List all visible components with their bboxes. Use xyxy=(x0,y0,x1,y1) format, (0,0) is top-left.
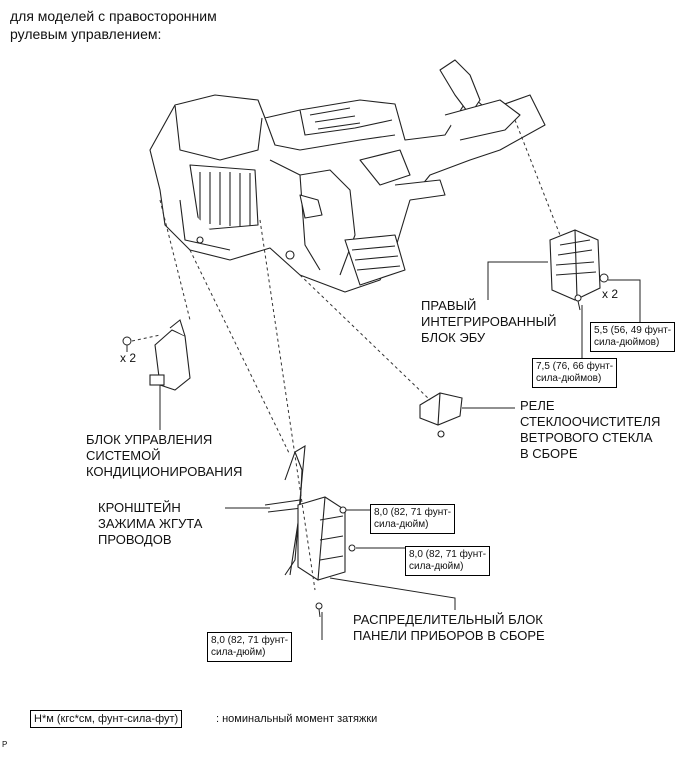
header-line-1: для моделей с правосторонним xyxy=(10,8,217,24)
torque-7-5-line-2: сила-дюймов) xyxy=(536,373,602,384)
quantity-x2-left: x 2 xyxy=(120,351,137,365)
header-line-2: рулевым управлением: xyxy=(10,26,162,42)
torque-8-0-a-line-1: 8,0 (82, 71 фунт- xyxy=(374,507,452,518)
wiper-relay-label-2: СТЕКЛООЧИСТИТЕЛЯ xyxy=(520,414,661,429)
bolts xyxy=(122,273,609,618)
torque-8-0-c-line-1: 8,0 (82, 71 фунт- xyxy=(211,635,289,646)
right-ecu-part xyxy=(549,229,601,301)
right-ecu-label-2: ИНТЕГРИРОВАННЫЙ xyxy=(421,314,557,329)
ac-control-part xyxy=(149,319,191,391)
junction-block-part xyxy=(297,496,346,581)
wiper-relay-label-1: РЕЛЕ xyxy=(520,398,555,413)
torque-5-5-line-2: сила-дюймов) xyxy=(594,337,660,348)
torque-8-0-b-line-1: 8,0 (82, 71 фунт- xyxy=(409,549,487,560)
ac-control-label-2: СИСТЕМОЙ xyxy=(86,448,161,463)
torque-box-8-0-a: 8,0 (82, 71 фунт- сила-дюйм) xyxy=(370,504,456,534)
alignment-lines xyxy=(131,119,561,591)
torque-5-5-line-1: 5,5 (56, 49 фунт- xyxy=(594,325,672,336)
torque-box-8-0-c: 8,0 (82, 71 фунт- сила-дюйм) xyxy=(207,632,293,662)
torque-8-0-a-line-2: сила-дюйм) xyxy=(374,519,429,530)
right-ecu-label-3: БЛОК ЭБУ xyxy=(421,330,486,345)
torque-box-5-5: 5,5 (56, 49 фунт- сила-дюймов) xyxy=(590,322,676,352)
torque-8-0-c-line-2: сила-дюйм) xyxy=(211,647,266,658)
harness-bracket-label-2: ЗАЖИМА ЖГУТА xyxy=(98,516,203,531)
wiper-relay-part xyxy=(419,392,463,438)
torque-box-7-5: 7,5 (76, 66 фунт- сила-дюймов) xyxy=(532,358,618,388)
junction-block-label-2: ПАНЕЛИ ПРИБОРОВ В СБОРЕ xyxy=(353,628,545,643)
right-ecu-label-1: ПРАВЫЙ xyxy=(421,298,477,313)
junction-block-label-1: РАСПРЕДЕЛИТЕЛЬНЫЙ БЛОК xyxy=(353,612,543,627)
ac-control-label-1: БЛОК УПРАВЛЕНИЯ xyxy=(86,432,213,447)
harness-bracket-label-1: КРОНШТЕЙН xyxy=(98,500,181,515)
harness-bracket-label-3: ПРОВОДОВ xyxy=(98,532,172,547)
leader-lines xyxy=(159,261,641,640)
torque-box-8-0-b: 8,0 (82, 71 фунт- сила-дюйм) xyxy=(405,546,491,576)
harness-bracket-part xyxy=(264,444,306,576)
ac-control-label-3: КОНДИЦИОНИРОВАНИЯ xyxy=(86,464,243,479)
torque-8-0-b-line-2: сила-дюйм) xyxy=(409,561,464,572)
torque-7-5-line-1: 7,5 (76, 66 фунт- xyxy=(536,361,614,372)
corner-mark: P xyxy=(2,740,8,749)
legend-text: : номинальный момент затяжки xyxy=(216,713,378,725)
wiper-relay-label-4: В СБОРЕ xyxy=(520,446,578,461)
quantity-x2-right: x 2 xyxy=(602,287,619,301)
legend-unit-box: Н*м (кгс*см, фунт-сила-фут) xyxy=(30,710,183,728)
hvac-assembly xyxy=(149,59,546,293)
wiper-relay-label-3: ВЕТРОВОГО СТЕКЛА xyxy=(520,430,653,445)
